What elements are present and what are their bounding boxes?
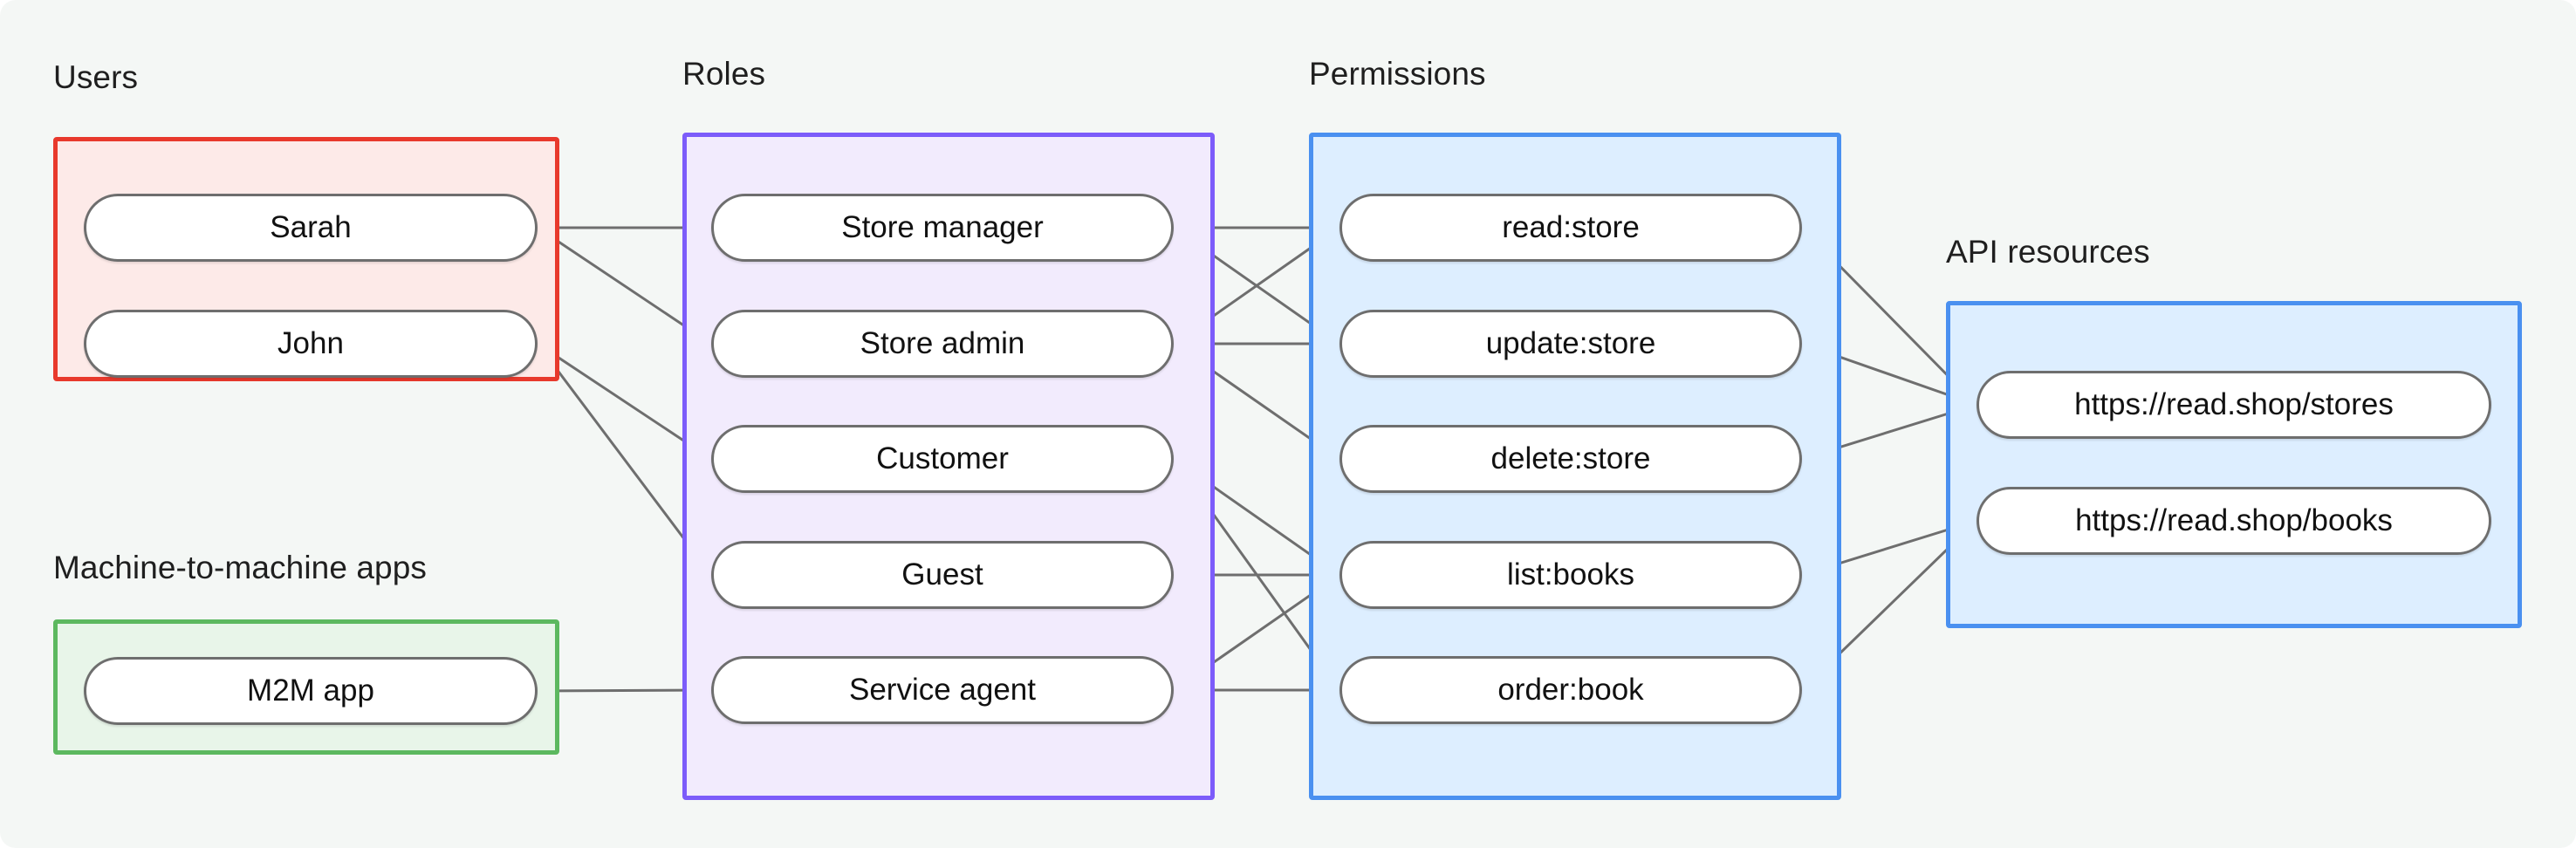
node-pupd[interactable]: update:store — [1339, 310, 1802, 378]
group-title-users: Users — [53, 59, 139, 95]
node-label: order:book — [1497, 673, 1644, 707]
node-label: update:store — [1485, 326, 1656, 360]
node-label: Sarah — [270, 210, 352, 244]
group-title-m2m: Machine-to-machine apps — [53, 550, 428, 585]
node-label: Guest — [901, 557, 983, 592]
group-title-api: API resources — [1946, 234, 2150, 270]
node-pord[interactable]: order:book — [1339, 656, 1802, 724]
node-label: M2M app — [247, 674, 374, 708]
node-sadm[interactable]: Store admin — [711, 310, 1174, 378]
node-sarah[interactable]: Sarah — [84, 194, 538, 262]
node-pdel[interactable]: delete:store — [1339, 425, 1802, 493]
node-guest[interactable]: Guest — [711, 541, 1174, 609]
node-label: read:store — [1502, 210, 1640, 244]
node-plist[interactable]: list:books — [1339, 541, 1802, 609]
node-svc[interactable]: Service agent — [711, 656, 1174, 724]
node-label: Customer — [876, 441, 1009, 475]
node-label: https://read.shop/stores — [2074, 387, 2394, 421]
node-prd[interactable]: read:store — [1339, 194, 1802, 262]
group-title-roles: Roles — [682, 56, 766, 92]
node-cust[interactable]: Customer — [711, 425, 1174, 493]
node-label: Store admin — [860, 326, 1025, 360]
node-label: list:books — [1507, 557, 1634, 592]
group-box-api — [1946, 301, 2522, 628]
node-rbooks[interactable]: https://read.shop/books — [1977, 487, 2491, 555]
node-rstores[interactable]: https://read.shop/stores — [1977, 371, 2491, 439]
node-label: Service agent — [848, 673, 1037, 707]
node-smgr[interactable]: Store manager — [711, 194, 1174, 262]
node-label: delete:store — [1490, 441, 1651, 475]
node-label: John — [277, 326, 344, 360]
group-title-permissions: Permissions — [1309, 56, 1486, 92]
node-label: https://read.shop/books — [2075, 503, 2393, 537]
node-label: Store manager — [841, 210, 1044, 244]
node-m2mapp[interactable]: M2M app — [84, 657, 538, 725]
node-john[interactable]: John — [84, 310, 538, 378]
